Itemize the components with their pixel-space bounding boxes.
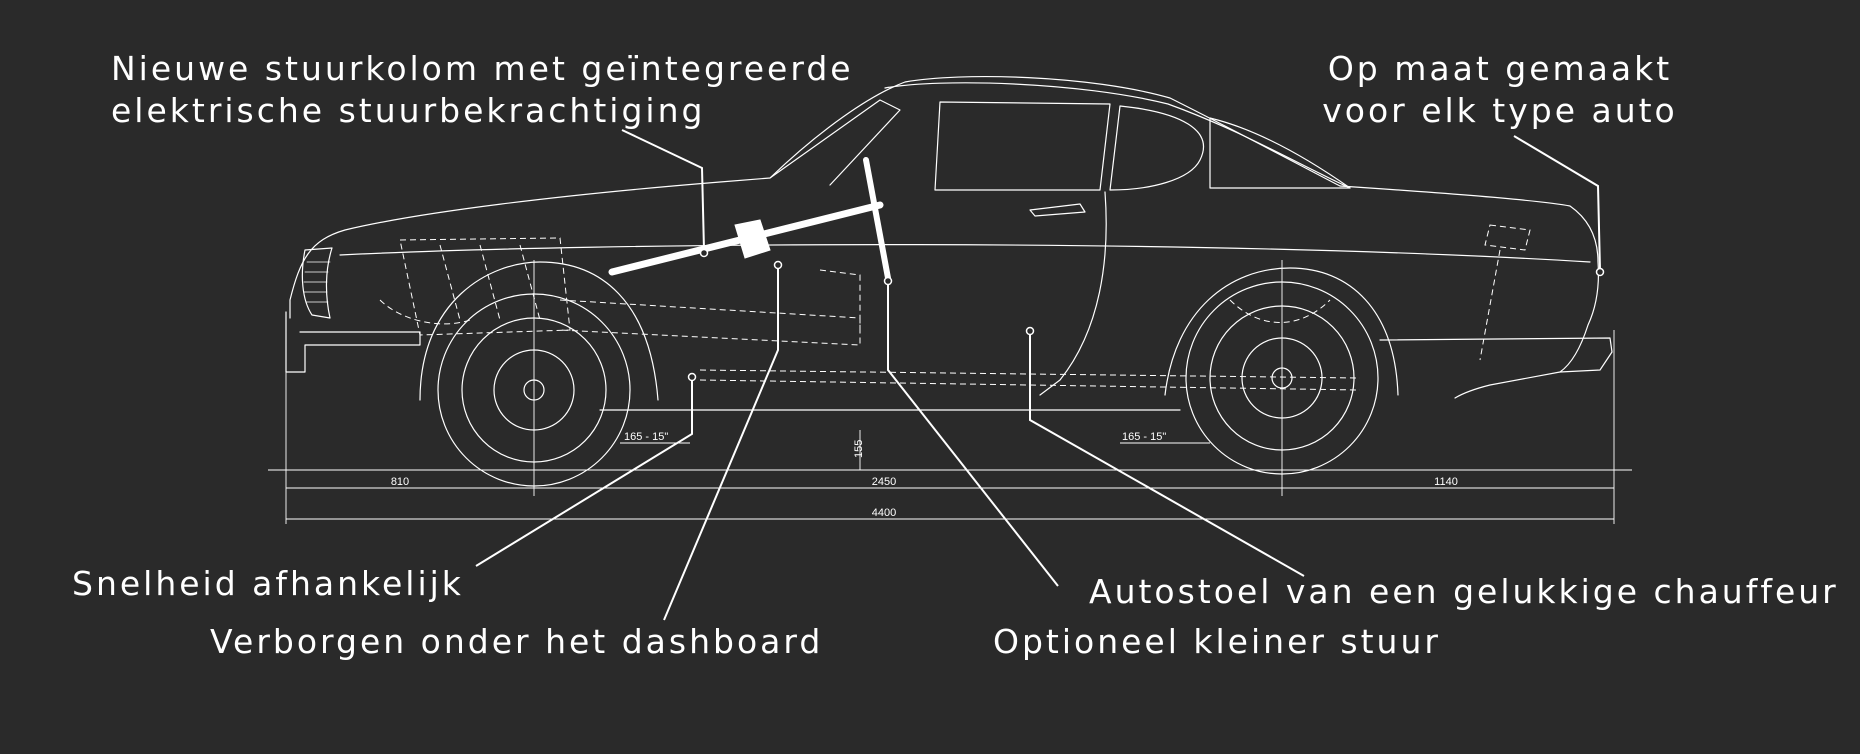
- leader-lines: [475, 129, 1601, 621]
- dim-front-overhang: 810: [391, 476, 409, 488]
- callout-custom-fit: Op maat gemaakt voor elk type auto: [1300, 48, 1700, 132]
- dim-rear-overhang: 1140: [1434, 476, 1458, 488]
- dim-rear-tyre: 165 - 15": [1122, 431, 1166, 443]
- door-handle: [1029, 203, 1086, 217]
- callout-steering-column-line-1: Nieuwe stuurkolom met geïntegreerde: [111, 49, 854, 88]
- leader-custom-fit: [1513, 135, 1601, 271]
- callout-speed-dependent: Snelheid afhankelijk: [72, 564, 464, 603]
- roof-line: [884, 82, 1351, 189]
- leader-smaller-wheel: [887, 281, 1059, 587]
- callout-dots: [687, 248, 1605, 382]
- dim-total-length: 4400: [872, 507, 896, 519]
- rear-quarter-window: [1209, 117, 1351, 189]
- drivetrain-dashed: [379, 224, 1531, 391]
- callout-steering-column-line-2: elektrische stuurbekrachtiging: [111, 91, 706, 130]
- callout-smaller-wheel: Optioneel kleiner stuur: [993, 622, 1441, 661]
- callout-happy-driver: Autostoel van een gelukkige chauffeur: [1089, 572, 1839, 611]
- front-bumper: [285, 311, 421, 373]
- front-wheel-arch: [419, 261, 659, 401]
- belt-line: [339, 244, 1591, 263]
- dimension-labels: 810 2450 1140 4400 155 165 - 15" 165 - 1…: [391, 431, 1458, 519]
- rear-wheel-arch: [1164, 267, 1399, 396]
- leader-steering-column: [621, 129, 705, 251]
- dimension-lines: [268, 260, 1632, 524]
- callout-hidden-dashboard: Verborgen onder het dashboard: [210, 622, 824, 661]
- dim-front-tyre: 165 - 15": [624, 431, 668, 443]
- front-grille: [301, 247, 333, 319]
- rear-bumper: [1379, 337, 1613, 373]
- car-body-outline: [289, 75, 1600, 399]
- door-shut-line: [1039, 191, 1107, 396]
- grille-bars: [303, 261, 331, 303]
- rear-window: [1109, 105, 1205, 191]
- leader-happy-driver: [1029, 331, 1305, 577]
- windshield: [769, 99, 901, 186]
- callout-steering-column: Nieuwe stuurkolom met geïntegreerde elek…: [111, 48, 854, 132]
- leader-hidden-dashboard: [663, 265, 779, 621]
- callout-custom-fit-line-1: Op maat gemaakt: [1327, 49, 1673, 88]
- dim-wheelbase: 2450: [872, 476, 896, 488]
- side-window: [934, 101, 1111, 191]
- dim-ground-clearance: 155: [853, 440, 865, 458]
- leader-speed-dependent: [475, 377, 693, 567]
- callout-custom-fit-line-2: voor elk type auto: [1322, 91, 1678, 130]
- steering-column: [608, 157, 891, 281]
